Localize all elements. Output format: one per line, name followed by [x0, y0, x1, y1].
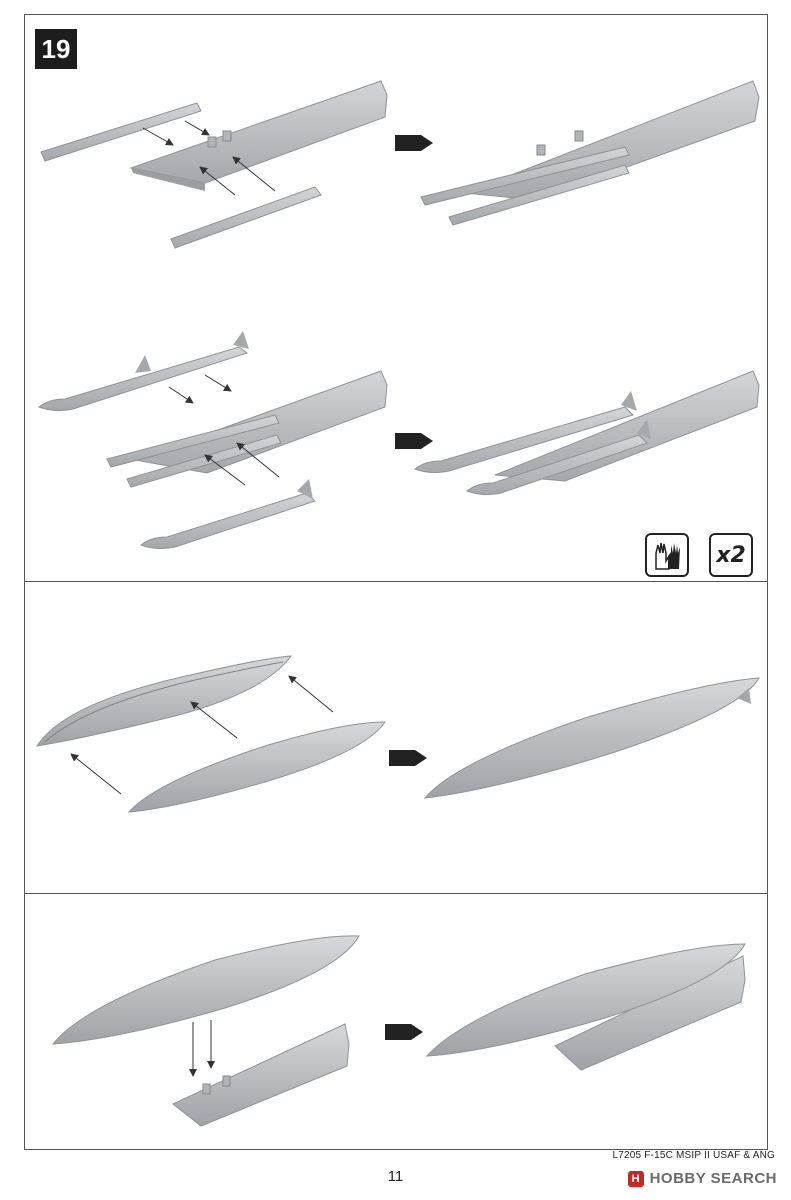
step-arrow-tank	[389, 750, 427, 766]
tank-half-open	[35, 655, 293, 747]
assembly-arrows-row1	[142, 120, 276, 196]
page-number: 11	[387, 1168, 404, 1185]
assembly-diagram-mount	[51, 935, 746, 1127]
launch-rail-lower	[170, 186, 322, 249]
pylon-with-rails	[106, 370, 388, 488]
tank-half-closed	[127, 721, 386, 813]
assembly-arrows-mount	[189, 1020, 215, 1077]
assembled-tank	[423, 677, 760, 799]
watermark: H HOBBY SEARCH	[627, 1170, 777, 1187]
launch-rail-upper	[40, 102, 202, 162]
assembly-diagram-pylon	[37, 80, 760, 550]
watermark-text: HOBBY SEARCH	[649, 1170, 777, 1187]
assembled-pylon	[420, 80, 760, 226]
step-19-panel: 19	[24, 14, 768, 582]
missile-lower	[139, 479, 316, 550]
pylon-part	[129, 80, 388, 191]
assembly-arrows-tank	[70, 675, 334, 795]
assembly-diagram-tank	[35, 655, 760, 813]
step-arrow-row1	[395, 135, 433, 151]
watermark-logo-icon: H	[627, 1170, 644, 1187]
quantity-x2-icon: x2	[709, 533, 753, 577]
hands-icon	[645, 533, 689, 577]
kit-code-label: L7205 F-15C MSIP II USAF & ANG	[612, 1150, 775, 1161]
step-number-badge: 19	[35, 29, 77, 69]
step-arrow-row2	[395, 433, 433, 449]
step-arrow-mount	[385, 1024, 423, 1040]
tank-pylon	[172, 1023, 350, 1127]
assembled-tank-on-pylon	[425, 943, 746, 1071]
missile-upper	[37, 331, 249, 412]
assembled-pylon-with-missiles	[413, 370, 760, 496]
drop-tank	[51, 935, 360, 1045]
tank-mount-panel	[24, 894, 768, 1150]
fuel-tank-panel	[24, 582, 768, 894]
assembly-arrows-row2	[168, 374, 280, 486]
